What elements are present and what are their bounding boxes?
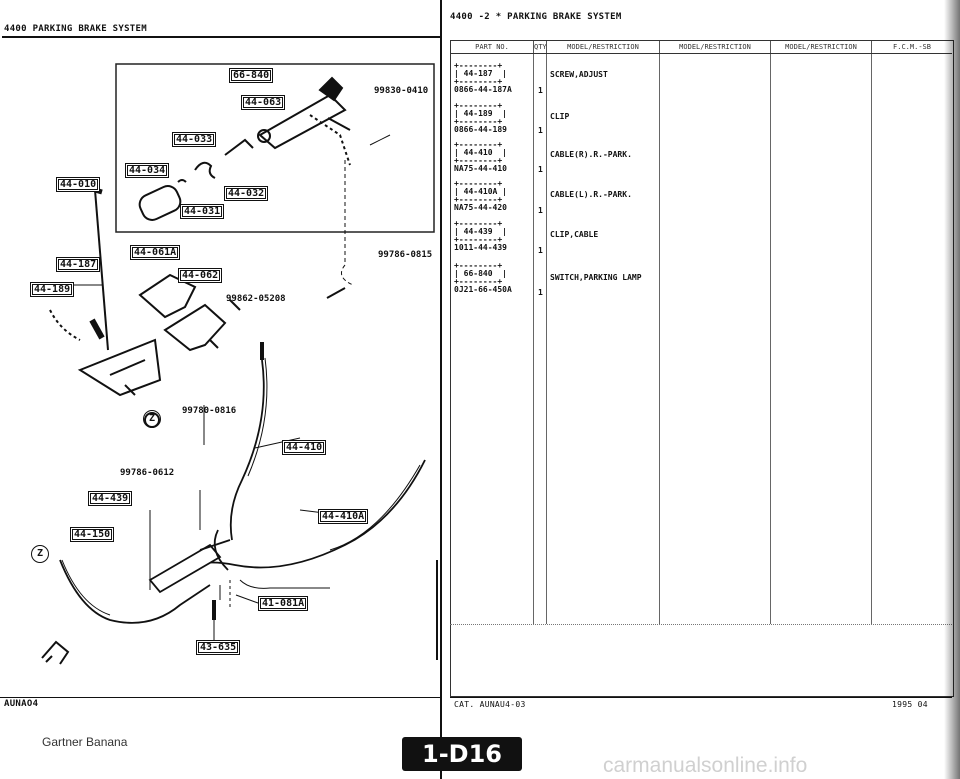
entry-ref-box: +--------+ [454, 219, 503, 228]
column-header-fcm: F.C.M.-SB [893, 43, 931, 51]
entry-qty: 1 [538, 165, 543, 174]
callout-tag: 43-635 [196, 640, 241, 655]
entry-ref: | 66-840 | [454, 269, 507, 278]
entry-description: CLIP [550, 112, 570, 121]
table-bottom-rule [450, 624, 952, 625]
parts-table: PART NO. QTY MODEL/RESTRICTION MODEL/RES… [450, 40, 954, 697]
callout-tag: 44-032 [224, 186, 269, 201]
left-footer-code: AUNAO4 [4, 699, 39, 709]
entry-qty: 1 [538, 288, 543, 297]
entry-ref: | 44-410A | [454, 187, 507, 196]
entry-ref: | 44-439 | [454, 227, 507, 236]
entry-ref-box: +--------+ [454, 235, 503, 244]
callout-tag: 44-189 [30, 282, 75, 297]
table-row: +--------+ | 44-187 | +--------+ 0866-44… [454, 62, 512, 94]
callout-tag: 44-150 [70, 527, 115, 542]
table-row: +--------+ | 44-410A | +--------+ NA75-4… [454, 180, 507, 212]
part-number-label: 99786-0815 [378, 250, 433, 260]
table-header-rule [450, 53, 952, 54]
column-rule [533, 54, 534, 624]
entry-ref-box: +--------+ [454, 261, 503, 270]
left-header-rule [2, 36, 442, 38]
page-gutter [440, 0, 442, 779]
entry-part-no: 0866-44-187A [454, 85, 512, 94]
entry-qty: 1 [538, 206, 543, 215]
column-rule [871, 54, 872, 624]
entry-part-no: NA75-44-410 [454, 164, 507, 173]
part-number-label: 99830-0410 [374, 86, 429, 96]
table-row: +--------+ | 44-439 | +--------+ 1011-44… [454, 220, 507, 252]
column-rule [659, 54, 660, 624]
brand-label: Gartner Banana [42, 735, 128, 749]
column-header-model-3: MODEL/RESTRICTION [771, 41, 872, 54]
table-row: +--------+ | 66-840 | +--------+ 0J21-66… [454, 262, 512, 294]
column-header-qty: QTY [534, 41, 547, 54]
entry-description: CABLE(R).R.-PARK. [550, 150, 632, 159]
callout-tag: 44-031 [180, 204, 225, 219]
part-number-label: 99862-05208 [226, 294, 286, 304]
callout-tag: 44-410 [282, 440, 327, 455]
entry-ref-box: +--------+ [454, 179, 503, 188]
entry-description: SCREW,ADJUST [550, 70, 608, 79]
entry-description: SWITCH,PARKING LAMP [550, 273, 642, 282]
callout-tag: 44-063 [241, 95, 286, 110]
callout-tag: 66-840 [229, 68, 274, 83]
entry-ref-box: +--------+ [454, 101, 503, 110]
entry-ref-box: +--------+ [454, 277, 503, 286]
reference-mark: Z [143, 410, 161, 428]
entry-ref: | 44-189 | [454, 109, 507, 118]
column-rule [546, 54, 547, 624]
callout-tag: 44-062 [178, 268, 223, 283]
right-footer-rule [450, 697, 952, 698]
column-header-model-1: MODEL/RESTRICTION [547, 41, 660, 54]
watermark: carmanualsonline.info [603, 754, 808, 777]
callout-tag: 44-033 [172, 132, 217, 147]
page-number-badge: 1-D16 [402, 737, 522, 771]
left-page-header: 4400 PARKING BRAKE SYSTEM [4, 24, 147, 34]
entry-qty: 1 [538, 246, 543, 255]
entry-ref: | 44-187 | [454, 69, 507, 78]
callout-tag: 44-439 [88, 491, 133, 506]
part-number-label: 99786-0612 [120, 468, 175, 478]
part-number-label: 99780-0816 [182, 406, 237, 416]
column-header-model-2: MODEL/RESTRICTION [660, 41, 771, 54]
parking-brake-illustration [38, 63, 435, 665]
entry-description: CABLE(L).R.-PARK. [550, 190, 632, 199]
left-footer-rule [0, 697, 440, 698]
entry-part-no: 0866-44-189 [454, 125, 507, 134]
reference-mark: Z [31, 545, 49, 563]
table-row: +--------+ | 44-189 | +--------+ 0866-44… [454, 102, 507, 134]
callout-tag: 44-410A [318, 509, 369, 524]
callout-tag: 44-187 [56, 257, 101, 272]
entry-ref-box: +--------+ [454, 156, 503, 165]
entry-part-no: 1011-44-439 [454, 243, 507, 252]
right-page-header: 4400 -2 * PARKING BRAKE SYSTEM [450, 12, 622, 22]
column-rule [770, 54, 771, 624]
table-row: +--------+ | 44-410 | +--------+ NA75-44… [454, 141, 507, 173]
entry-ref-box: +--------+ [454, 117, 503, 126]
column-header-part-no: PART NO. [451, 41, 534, 54]
scan-edge-shadow [944, 0, 960, 779]
callout-tag: 41-081A [258, 596, 309, 611]
entry-qty: 1 [538, 126, 543, 135]
catalog-code: CAT. AUNAU4-03 [454, 700, 526, 709]
entry-part-no: 0J21-66-450A [454, 285, 512, 294]
callout-tag: 44-061A [130, 245, 181, 260]
callout-tag: 44-034 [125, 163, 170, 178]
page-gutter-shadow [436, 560, 438, 660]
entry-part-no: NA75-44-420 [454, 203, 507, 212]
entry-ref-box: +--------+ [454, 140, 503, 149]
entry-ref: | 44-410 | [454, 148, 507, 157]
entry-ref-box: +--------+ [454, 77, 503, 86]
entry-ref-box: +--------+ [454, 195, 503, 204]
callout-tag: 44-010 [56, 177, 101, 192]
entry-ref-box: +--------+ [454, 61, 503, 70]
entry-qty: 1 [538, 86, 543, 95]
entry-description: CLIP,CABLE [550, 230, 599, 239]
catalog-date: 1995 04 [892, 700, 928, 709]
